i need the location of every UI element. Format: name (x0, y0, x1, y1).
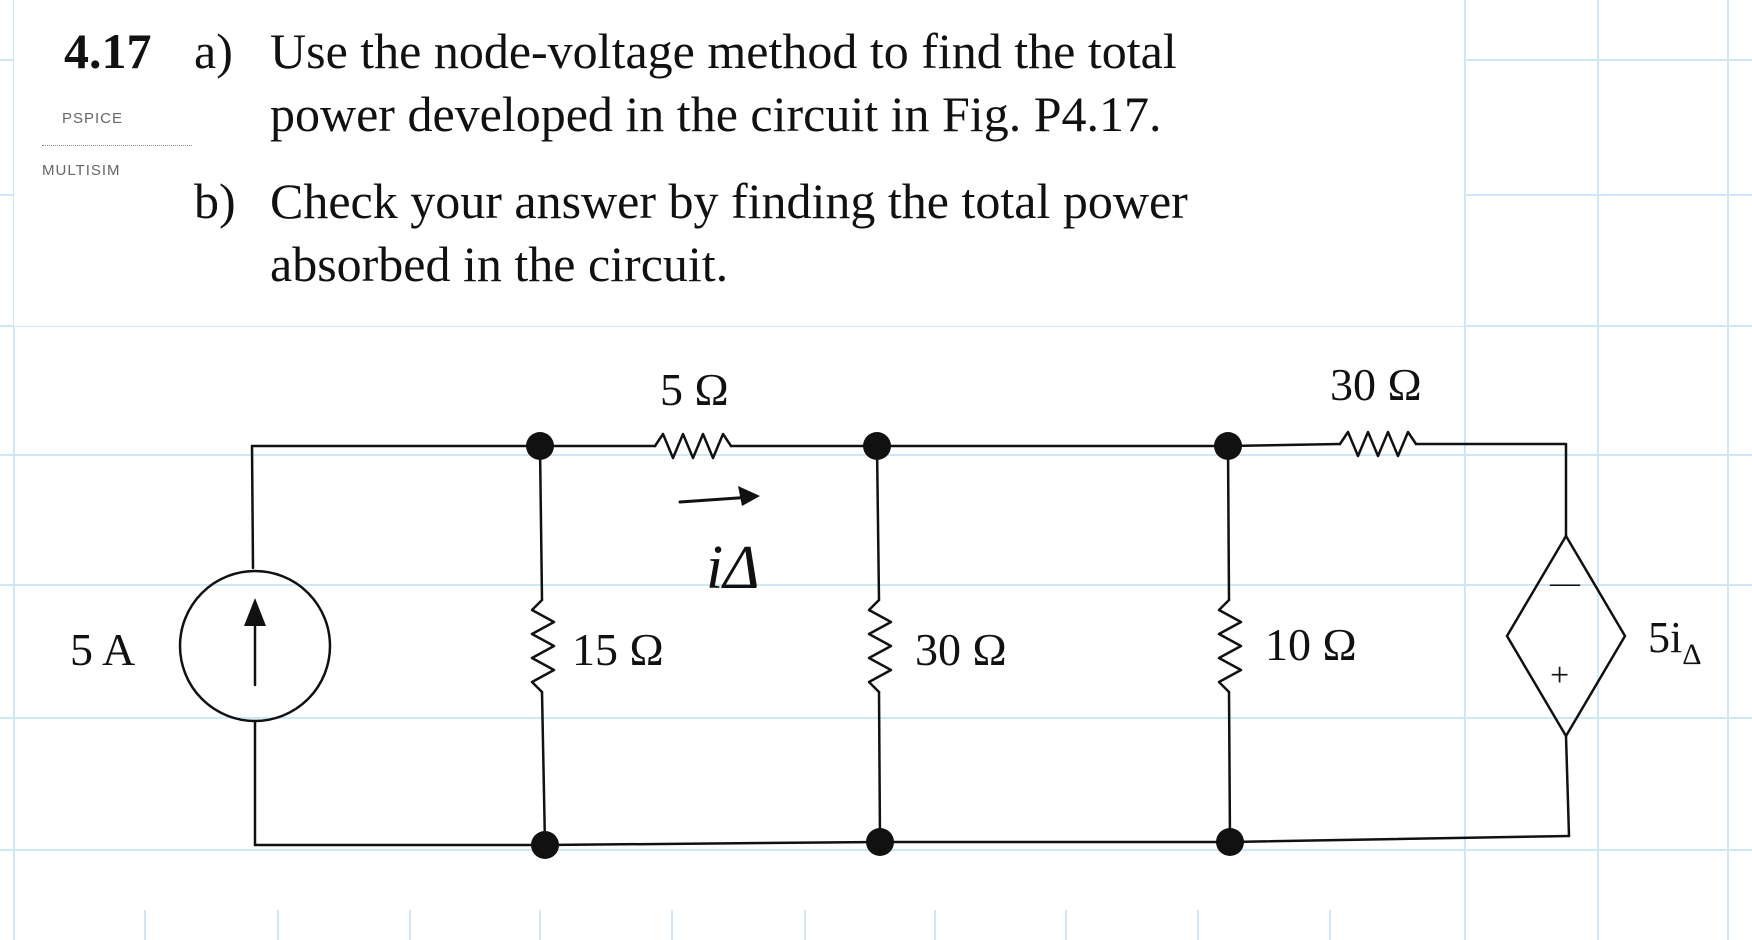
source-wire-top (250, 444, 255, 570)
part-a-label: a) (194, 23, 233, 79)
dep-source-minus: — (1549, 566, 1581, 599)
label-current-source: 5 A (70, 624, 135, 675)
part-a-line2: power developed in the circuit in Fig. P… (270, 86, 1162, 142)
resistor-5ohm (653, 432, 733, 460)
part-a-line1: Use the node-voltage method to find the … (270, 23, 1177, 79)
wire-30ohm-bottom (877, 690, 882, 844)
resistor-10ohm (1217, 598, 1243, 694)
top-wire-mid (729, 442, 1342, 448)
problem-statement: 4.17 a) Use the node-voltage method to f… (14, 0, 1464, 326)
wire-30ohm-top (875, 444, 881, 602)
resistor-15ohm (530, 598, 556, 694)
label-15ohm: 15 Ω (572, 624, 664, 675)
label-10ohm: 10 Ω (1265, 619, 1357, 670)
multisim-tag: MULTISIM (42, 162, 121, 179)
node-1 (526, 432, 554, 460)
handwritten-arrowhead (738, 486, 760, 506)
resistor-30ohm-shunt (867, 598, 893, 694)
pspice-tag: PSPICE (62, 110, 124, 127)
node-bottom-3 (1216, 828, 1244, 856)
bottom-wire (253, 834, 1571, 847)
node-2 (863, 432, 891, 460)
node-bottom-1 (531, 831, 559, 859)
problem-number: 4.17 (64, 23, 152, 79)
handwritten-current-label: iΔ (706, 534, 760, 602)
label-30ohm-shunt: 30 Ω (915, 624, 1007, 675)
node-3 (1214, 432, 1242, 460)
part-b-label: b) (194, 173, 236, 229)
wire-10ohm-top (1226, 444, 1231, 602)
top-wire-right (1414, 442, 1568, 538)
source-arrowhead (244, 598, 266, 626)
wire-10ohm-bottom (1227, 690, 1232, 844)
node-bottom-2 (866, 828, 894, 856)
handwritten-arrow (678, 495, 754, 504)
resistor-30ohm-series (1338, 430, 1418, 458)
dep-wire-bottom (1564, 734, 1571, 838)
part-b-line2: absorbed in the circuit. (270, 236, 729, 292)
part-b-line1: Check your answer by finding the total p… (270, 173, 1188, 229)
label-dependent-source: 5iΔ (1648, 613, 1702, 671)
label-5ohm: 5 Ω (660, 364, 729, 415)
wire-15ohm-top (538, 444, 544, 602)
label-30ohm-series: 30 Ω (1330, 359, 1422, 410)
dep-source-plus: + (1550, 657, 1569, 694)
wire-15ohm-bottom (540, 690, 547, 847)
tag-divider (42, 145, 192, 146)
